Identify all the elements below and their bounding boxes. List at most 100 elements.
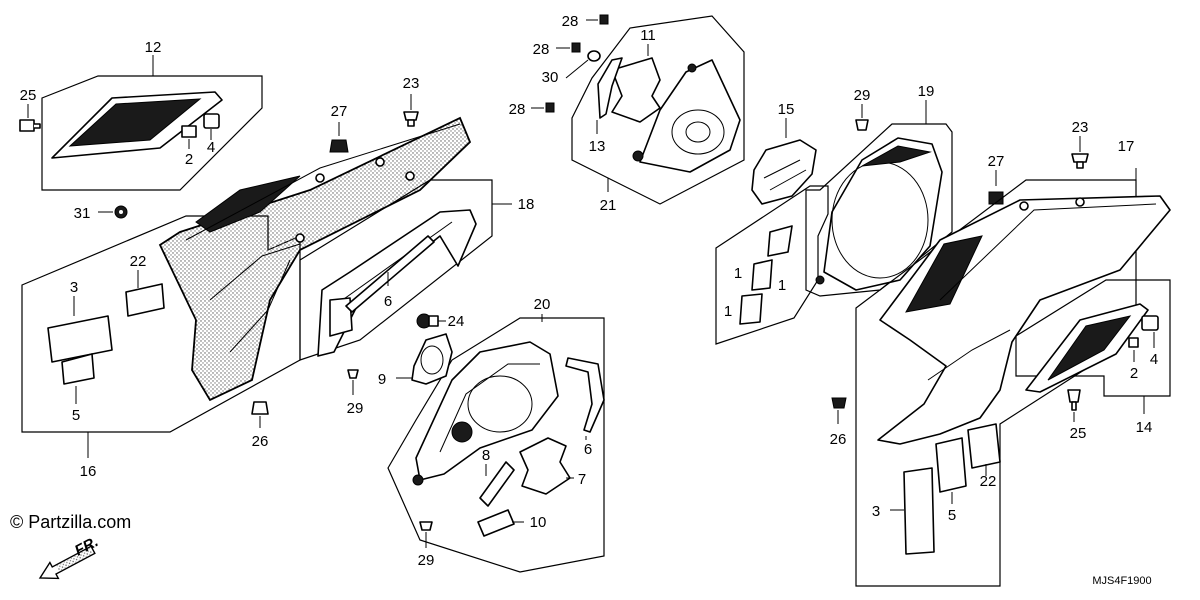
part-19-meter-case bbox=[815, 137, 943, 291]
callout-21: 21 bbox=[600, 197, 617, 214]
callout-17: 17 bbox=[1118, 138, 1135, 155]
part-8-pad bbox=[479, 461, 515, 507]
part-1-block-a bbox=[767, 225, 793, 257]
callout-9: 9 bbox=[378, 371, 386, 388]
part-13-strip bbox=[597, 57, 623, 119]
group-outline-18 bbox=[299, 179, 493, 361]
screw-28-top bbox=[586, 14, 609, 25]
callout-labels: 12 25 2 4 23 27 31 22 3 5 16 18 6 24 9 2… bbox=[20, 13, 1159, 569]
callout-1: 1 bbox=[778, 277, 786, 294]
left-side-cowl bbox=[158, 116, 472, 402]
group-outline-21 bbox=[571, 15, 745, 205]
callout-28: 28 bbox=[509, 101, 526, 118]
callout-27: 27 bbox=[988, 153, 1005, 170]
callout-1: 1 bbox=[724, 303, 732, 320]
callout-28: 28 bbox=[533, 41, 550, 58]
part-22-pad-left bbox=[125, 283, 165, 317]
part-1-block-c bbox=[739, 293, 763, 325]
callout-22: 22 bbox=[980, 473, 997, 490]
left-assembly bbox=[19, 55, 512, 458]
callout-12: 12 bbox=[145, 39, 162, 56]
callout-24: 24 bbox=[448, 313, 465, 330]
inner-panel-18 bbox=[317, 209, 477, 357]
callout-10: 10 bbox=[530, 514, 547, 531]
rivet-29-right bbox=[855, 104, 869, 131]
callout-25: 25 bbox=[20, 87, 37, 104]
callout-28: 28 bbox=[562, 13, 579, 30]
callout-27: 27 bbox=[331, 103, 348, 120]
diagram-code: MJS4F1900 bbox=[1092, 575, 1151, 587]
clip-26-right bbox=[831, 397, 847, 424]
nut-31 bbox=[98, 205, 128, 219]
part-6-strip-center bbox=[565, 357, 605, 433]
bolt-25-left bbox=[19, 104, 41, 132]
rivet-29-left bbox=[347, 369, 359, 395]
part-13-gasket bbox=[611, 57, 661, 123]
part-14-grille bbox=[1025, 303, 1149, 393]
screw-28-low bbox=[531, 102, 555, 113]
part-5-pad-left bbox=[61, 353, 95, 385]
clip-26-left bbox=[251, 401, 269, 428]
group-outline-19 bbox=[805, 123, 953, 297]
part-5-pad-right bbox=[935, 437, 967, 493]
callout-4: 4 bbox=[207, 139, 215, 156]
clip-27-left bbox=[329, 122, 349, 153]
callout-18: 18 bbox=[518, 196, 535, 213]
direction-arrow: FR. bbox=[38, 533, 101, 580]
part-10-pad bbox=[477, 509, 515, 537]
callout-19: 19 bbox=[918, 83, 935, 100]
screw-23-left bbox=[403, 94, 419, 127]
callout-29: 29 bbox=[854, 87, 871, 104]
callout-3: 3 bbox=[872, 503, 880, 520]
part-1-block-b bbox=[751, 259, 773, 291]
center-assembly bbox=[387, 14, 745, 573]
callout-22: 22 bbox=[130, 253, 147, 270]
part-4-pad-left bbox=[203, 113, 220, 129]
group-outline-12 bbox=[41, 75, 263, 191]
part-3-pad-left bbox=[47, 315, 113, 363]
callout-2: 2 bbox=[185, 151, 193, 168]
part-20-housing bbox=[412, 341, 559, 486]
part-12-grille bbox=[51, 91, 223, 159]
washer-30 bbox=[565, 50, 601, 79]
callout-29: 29 bbox=[347, 400, 364, 417]
callout-8: 8 bbox=[482, 447, 490, 464]
part-9-cover bbox=[396, 333, 453, 385]
part-7-gasket bbox=[519, 437, 571, 495]
callout-6: 6 bbox=[584, 441, 592, 458]
callout-25: 25 bbox=[1070, 425, 1087, 442]
callout-2: 2 bbox=[1130, 365, 1138, 382]
callout-6: 6 bbox=[384, 293, 392, 310]
callout-5: 5 bbox=[948, 507, 956, 524]
part-22-pad-right bbox=[967, 423, 1001, 469]
callout-30: 30 bbox=[542, 69, 559, 86]
callout-13: 13 bbox=[589, 138, 606, 155]
callout-29: 29 bbox=[418, 552, 435, 569]
group-outline-1 bbox=[715, 185, 829, 345]
callout-15: 15 bbox=[778, 101, 795, 118]
callout-16: 16 bbox=[80, 463, 97, 480]
right-assembly bbox=[715, 100, 1171, 587]
part-2-clip-right bbox=[1128, 337, 1139, 348]
callout-23: 23 bbox=[1072, 119, 1089, 136]
callout-26: 26 bbox=[830, 431, 847, 448]
part-2-clip-left bbox=[181, 125, 197, 138]
part-15-panel bbox=[751, 139, 817, 205]
bolt-25-right bbox=[1067, 389, 1081, 422]
callout-1: 1 bbox=[734, 265, 742, 282]
callout-7: 7 bbox=[578, 471, 586, 488]
group-outline-14 bbox=[1015, 279, 1171, 397]
watermark: © Partzilla.com bbox=[10, 512, 131, 532]
part-4-pad-right bbox=[1141, 315, 1159, 331]
callout-11: 11 bbox=[640, 27, 656, 44]
part-11-cover bbox=[632, 59, 741, 173]
callout-20: 20 bbox=[534, 296, 551, 313]
callout-3: 3 bbox=[70, 279, 78, 296]
callout-23: 23 bbox=[403, 75, 420, 92]
callout-31: 31 bbox=[74, 205, 91, 222]
group-outline-20 bbox=[387, 317, 605, 573]
part-6-strip-left bbox=[345, 235, 435, 313]
callout-26: 26 bbox=[252, 433, 269, 450]
part-3-pad-right bbox=[903, 467, 935, 555]
